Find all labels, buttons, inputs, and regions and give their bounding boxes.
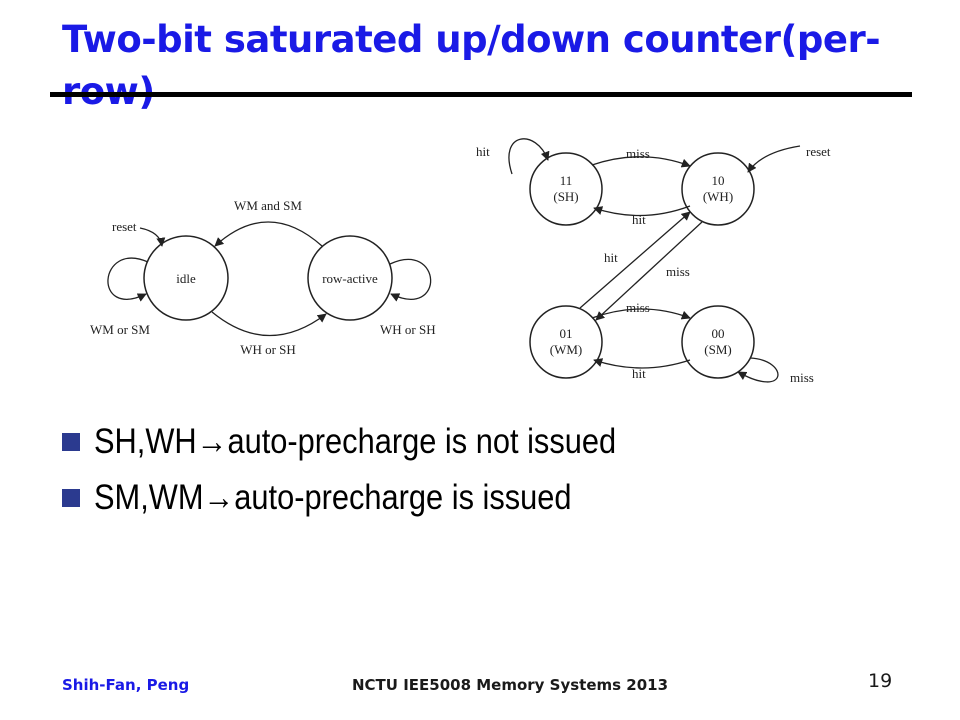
edge-diag-miss xyxy=(595,221,703,321)
bullet-item: SM,WM→auto-precharge is issued xyxy=(62,470,687,526)
slide-title: Two-bit saturated up/down counter(per-ro… xyxy=(62,18,881,113)
edge-miss-loop-label: miss xyxy=(790,370,814,385)
state-01 xyxy=(529,305,603,379)
state-11 xyxy=(529,152,603,226)
edge-reset-label: reset xyxy=(112,219,137,234)
bullet-text: SH,WH→auto-precharge is not issued xyxy=(94,422,617,461)
edge-miss-loop xyxy=(737,357,779,383)
bullet-square-icon xyxy=(62,489,80,507)
edge-left-loop xyxy=(107,257,149,302)
edge-reset-right-label: reset xyxy=(806,144,831,159)
bullet-list: SH,WH→auto-precharge is not issued SM,WM… xyxy=(62,414,687,526)
state-11-name: (SH) xyxy=(553,189,578,204)
bullet-square-icon xyxy=(62,433,80,451)
edge-top-hit-label: hit xyxy=(632,212,646,227)
state-10 xyxy=(681,152,755,226)
edge-top xyxy=(214,221,323,247)
right-state-diagram: 11 (SH) 10 (WH) 01 (WM) 00 (SM) hit miss… xyxy=(476,138,831,385)
state-11-code: 11 xyxy=(560,173,573,188)
edge-left-loop-label: WM or SM xyxy=(90,322,150,337)
edge-reset-right xyxy=(747,145,801,173)
state-00-code: 00 xyxy=(712,326,725,341)
bullet-text: SM,WM→auto-precharge is issued xyxy=(94,478,572,517)
edge-right-loop-label: WH or SH xyxy=(380,322,436,337)
edge-top-label: WM and SM xyxy=(234,198,302,213)
bullet-item: SH,WH→auto-precharge is not issued xyxy=(62,414,687,470)
title-rule xyxy=(50,92,912,97)
state-00 xyxy=(681,305,755,379)
left-state-diagram: idle row-active WM and SM WH or SH reset… xyxy=(90,198,436,357)
edge-bottom-hit-label: hit xyxy=(632,366,646,381)
state-00-name: (SM) xyxy=(704,342,731,357)
edge-hit-loop-label: hit xyxy=(476,144,490,159)
edge-right-loop xyxy=(389,258,432,302)
state-01-code: 01 xyxy=(560,326,573,341)
footer-course: NCTU IEE5008 Memory Systems 2013 xyxy=(352,676,669,694)
edge-bottom xyxy=(211,311,327,337)
page-number: 19 xyxy=(868,670,893,692)
edge-bottom-label: WH or SH xyxy=(240,342,296,357)
edge-diag-hit xyxy=(579,211,691,309)
state-01-name: (WM) xyxy=(550,342,583,357)
state-idle-label: idle xyxy=(176,271,196,286)
state-idle xyxy=(143,235,229,321)
edge-reset xyxy=(139,227,166,247)
edge-top-hit xyxy=(593,205,691,217)
state-row-active xyxy=(307,235,393,321)
state-10-name: (WH) xyxy=(703,189,733,204)
edge-top-miss xyxy=(591,156,691,168)
edge-bottom-miss-label: miss xyxy=(626,300,650,315)
edge-top-miss-label: miss xyxy=(626,146,650,161)
state-10-code: 10 xyxy=(712,173,725,188)
edge-hit-loop xyxy=(508,138,550,175)
state-row-active-label: row-active xyxy=(322,271,378,286)
edge-bottom-miss xyxy=(591,308,691,320)
edge-diag-hit-label: hit xyxy=(604,250,618,265)
edge-diag-miss-label: miss xyxy=(666,264,690,279)
footer-author: Shih-Fan, Peng xyxy=(62,676,190,694)
edge-bottom-hit xyxy=(593,358,691,369)
